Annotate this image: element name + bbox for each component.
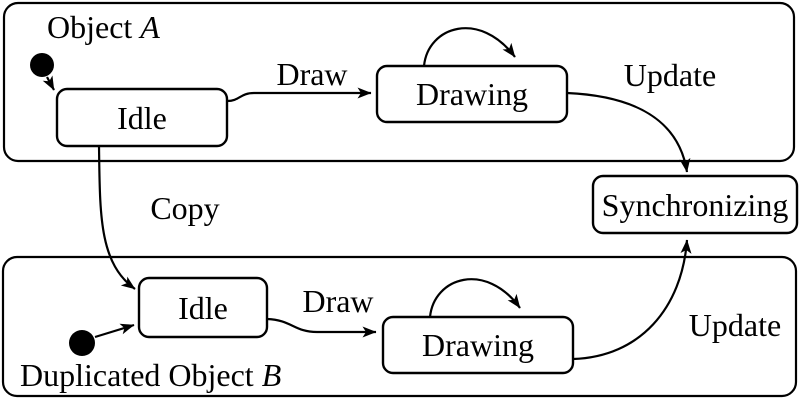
- state-drawing-b-label: Drawing: [422, 327, 534, 363]
- draw-transition-a-label: Draw: [276, 56, 347, 92]
- draw-transition-b-arrow: [266, 317, 377, 338]
- state-drawing-a: [375, 64, 569, 124]
- state-idle-a: [55, 87, 229, 148]
- state-drawing-a-label: Drawing: [416, 76, 528, 112]
- copy-transition-label: Copy: [150, 190, 219, 226]
- initial-transition-b-arrow: [94, 323, 135, 339]
- copy-transition-arrow: [97, 145, 136, 290]
- state-synchronizing: [591, 174, 799, 235]
- update-transition-b-arrow: [572, 239, 692, 361]
- drawing-b-self-loop-arrow: [428, 278, 521, 318]
- drawing-a-self-loop-arrow: [422, 27, 516, 67]
- state-synchronizing-label: Synchronizing: [602, 187, 789, 223]
- draw-transition-a-arrow: [226, 87, 372, 103]
- update-transition-b-label: Update: [689, 307, 781, 343]
- initial-state-icon: [30, 53, 54, 77]
- state-idle-b-label: Idle: [178, 290, 228, 326]
- initial-state-icon: [69, 330, 95, 356]
- state-idle-b: [137, 276, 269, 339]
- update-transition-a-label: Update: [624, 57, 716, 93]
- state-drawing-b: [381, 315, 575, 375]
- state-idle-a-label: Idle: [117, 100, 167, 136]
- update-transition-a-arrow: [566, 91, 691, 173]
- initial-transition-a-arrow: [42, 75, 55, 91]
- draw-transition-b-label: Draw: [302, 283, 373, 319]
